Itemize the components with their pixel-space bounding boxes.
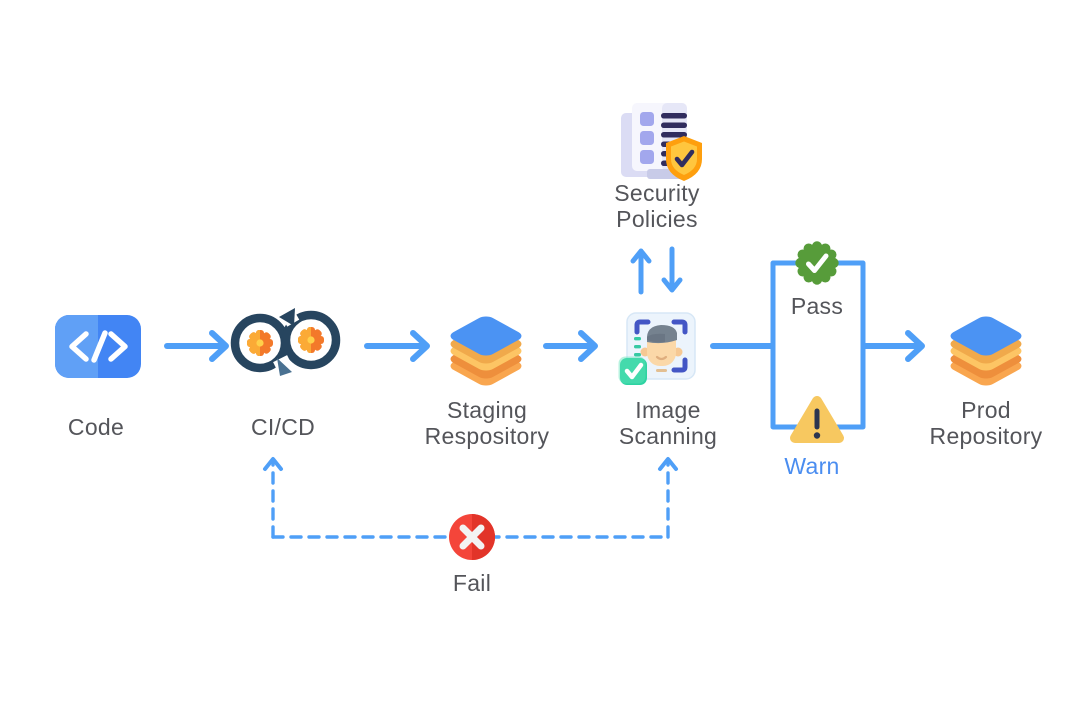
security-policies-label: Security Policies	[614, 180, 700, 232]
face-scan-icon	[618, 312, 696, 385]
arrow-staging-to-scan	[543, 330, 598, 362]
staging-repository-label: Staging Respository	[424, 397, 550, 449]
policy-document-shield-icon	[621, 103, 702, 181]
infinity-gears-icon	[230, 308, 341, 376]
green-seal-check-icon	[795, 241, 839, 285]
arrow-down-from-security	[661, 246, 683, 293]
warn-label: Warn	[784, 453, 840, 479]
fail-label: Fail	[452, 570, 492, 596]
code-label: Code	[67, 414, 125, 440]
prod-repository-label: Prod Repository	[929, 397, 1043, 449]
arrow-cicd-to-staging	[364, 330, 430, 362]
code-icon	[55, 315, 141, 378]
cicd-label: CI/CD	[250, 414, 316, 440]
staging-layers-stack-icon	[450, 316, 522, 386]
red-x-circle-icon	[449, 514, 495, 560]
arrow-up-to-security	[630, 248, 652, 295]
warning-triangle-icon	[790, 396, 844, 443]
pass-label: Pass	[790, 293, 844, 319]
image-scanning-label: Image Scanning	[618, 397, 718, 449]
arrow-gate-to-prod	[861, 330, 925, 362]
prod-layers-stack-icon	[950, 316, 1022, 386]
arrow-code-to-cicd	[164, 330, 229, 362]
